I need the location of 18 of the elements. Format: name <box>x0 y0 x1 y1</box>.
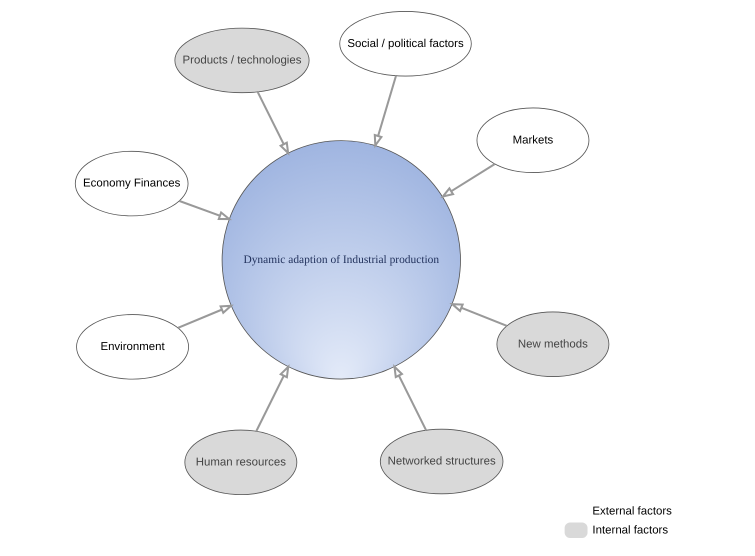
node-ellipse: Human resources <box>184 430 297 496</box>
arrow <box>254 364 290 432</box>
node-ellipse: Products / technologies <box>174 28 310 94</box>
arrow <box>177 304 234 329</box>
legend-label: Internal factors <box>592 524 668 536</box>
arrow <box>448 302 507 327</box>
arrow <box>178 200 232 220</box>
node-ellipse: Social / political factors <box>338 11 472 76</box>
arrow <box>440 163 495 198</box>
arrow <box>256 92 289 156</box>
node-ellipse: Networked structures <box>379 428 503 494</box>
node-ellipse: Environment <box>76 314 188 380</box>
node-ellipse: New methods <box>496 312 609 377</box>
node-ellipse: Economy Finances <box>74 150 188 216</box>
node-ellipse: Markets <box>476 108 589 173</box>
arrow <box>373 76 396 148</box>
arrow <box>392 364 426 431</box>
legend-label: External factors <box>592 505 672 518</box>
